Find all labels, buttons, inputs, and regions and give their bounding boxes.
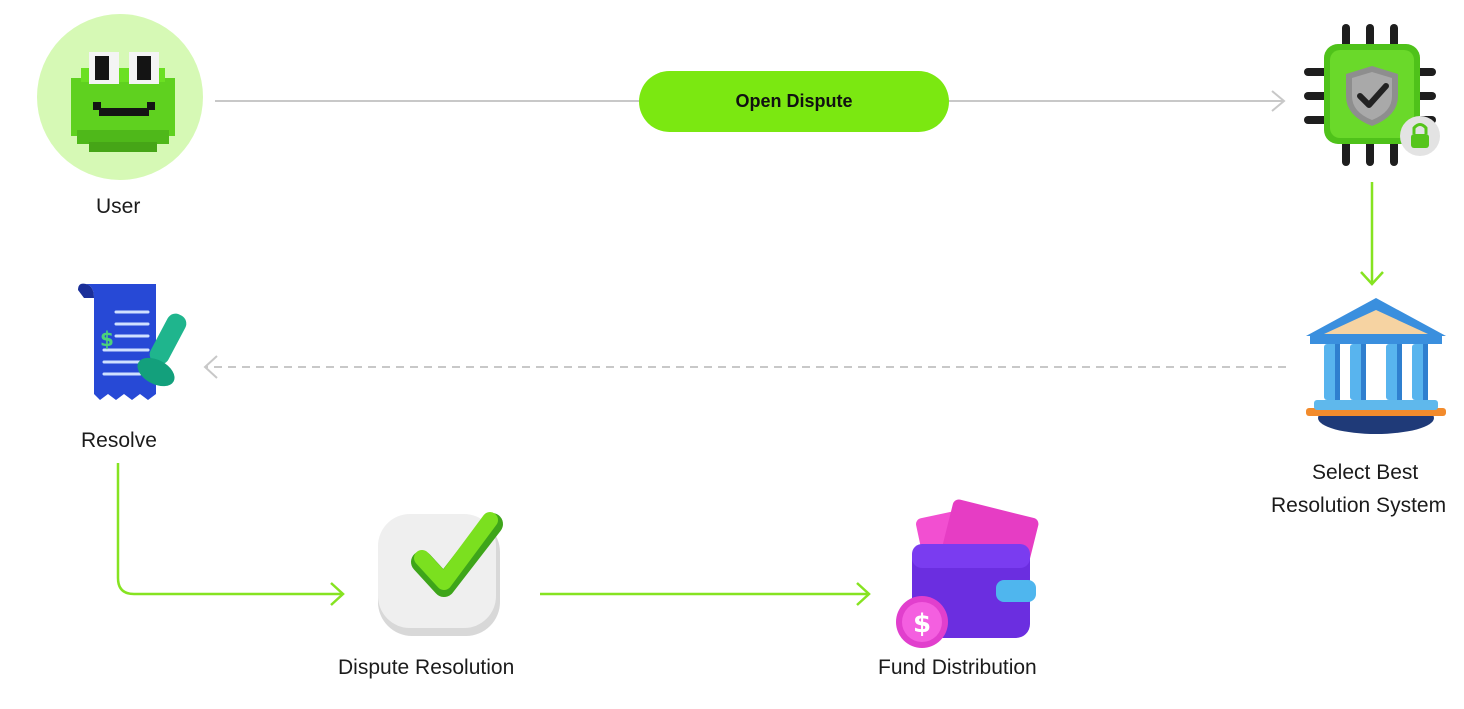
resolve-label: Resolve xyxy=(81,429,157,453)
svg-text:$: $ xyxy=(100,327,114,351)
edge-resolve-to-dispute xyxy=(118,463,342,594)
receipt-icon: $ xyxy=(74,280,198,408)
frog-avatar-icon xyxy=(37,14,203,180)
bank-icon xyxy=(1300,296,1452,438)
select-best-label-line2: Resolution System xyxy=(1271,494,1446,518)
select-best-label-line1: Select Best xyxy=(1312,461,1418,485)
open-dispute-label: Open Dispute xyxy=(735,91,852,112)
security-chip-icon xyxy=(1302,24,1442,166)
open-dispute-button[interactable]: Open Dispute xyxy=(639,71,949,132)
checkmark-icon xyxy=(372,510,508,640)
wallet-icon: $ xyxy=(892,498,1042,648)
dispute-resolution-label: Dispute Resolution xyxy=(338,656,514,680)
svg-text:$: $ xyxy=(913,609,931,639)
user-label: User xyxy=(96,195,140,219)
fund-distribution-label: Fund Distribution xyxy=(878,656,1037,680)
